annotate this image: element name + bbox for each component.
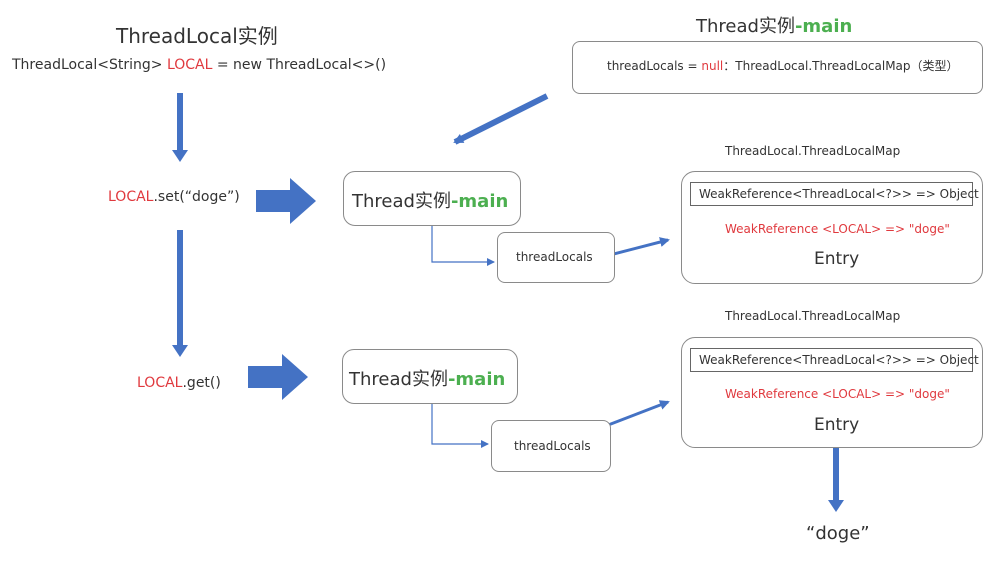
get-weak-generic-box: WeakReference<ThreadLocal<?>> => Object	[690, 348, 979, 372]
result-value: “doge”	[806, 523, 870, 544]
decl-local: LOCAL	[166, 57, 213, 73]
get-thread-box: Thread实例-main	[342, 349, 518, 404]
set-threadlocals-box: threadLocals	[497, 232, 615, 283]
set-call-local: LOCAL	[108, 189, 154, 205]
block-arrow-set	[256, 178, 316, 224]
connector-set-thread-to-field	[431, 226, 495, 266]
block-arrow-get	[248, 354, 308, 400]
top-field-null: null	[701, 59, 724, 73]
get-call-method: .get()	[182, 375, 221, 391]
get-thread-title: Thread实例-main	[349, 365, 505, 391]
get-call: LOCAL.get()	[137, 375, 221, 391]
get-threadlocals-box: threadLocals	[491, 420, 611, 472]
top-thread-field: threadLocals = null：ThreadLocal.ThreadLo…	[607, 57, 959, 74]
set-weak-local: WeakReference <LOCAL> => "doge"	[725, 222, 950, 236]
set-thread-box: Thread实例-main	[343, 171, 521, 226]
top-field-type: ：ThreadLocal.ThreadLocalMap（类型）	[723, 59, 959, 73]
set-weak-generic: WeakReference<ThreadLocal<?>> => Object	[699, 187, 979, 201]
get-call-local: LOCAL	[137, 375, 183, 391]
get-map-box: WeakReference<ThreadLocal<?>> => Object …	[681, 337, 983, 448]
arrow-decl-to-set	[172, 93, 188, 162]
set-thread-title-text: Thread实例	[352, 191, 451, 212]
arrow-top-thread-to-set-thread	[453, 93, 549, 145]
set-call-method: .set(“doge”)	[153, 189, 240, 205]
top-thread-title: Thread实例-main	[696, 12, 852, 38]
get-weak-local: WeakReference <LOCAL> => "doge"	[725, 387, 950, 401]
set-threadlocals-label: threadLocals	[516, 250, 593, 264]
set-thread-title: Thread实例-main	[352, 187, 508, 213]
top-thread-field-box: threadLocals = null：ThreadLocal.ThreadLo…	[572, 41, 983, 94]
connector-get-thread-to-field	[431, 404, 489, 448]
threadlocal-title: ThreadLocal实例	[116, 24, 278, 48]
get-entry-label: Entry	[814, 415, 860, 435]
get-thread-title-main: -main	[447, 369, 506, 390]
top-thread-title-text: Thread实例	[696, 16, 795, 37]
set-map-label: ThreadLocal.ThreadLocalMap	[725, 144, 901, 158]
threadlocal-declaration: ThreadLocal<String> LOCAL = new ThreadLo…	[12, 57, 386, 73]
arrow-entry-to-result	[828, 445, 844, 512]
get-threadlocals-label: threadLocals	[514, 439, 591, 453]
top-field-name: threadLocals =	[607, 59, 702, 73]
set-call: LOCAL.set(“doge”)	[108, 189, 240, 205]
get-weak-generic: WeakReference<ThreadLocal<?>> => Object	[699, 353, 979, 367]
set-entry-label: Entry	[814, 249, 860, 269]
arrow-set-to-get	[172, 230, 188, 357]
set-weak-generic-box: WeakReference<ThreadLocal<?>> => Object	[690, 182, 979, 206]
top-thread-title-main: -main	[794, 16, 853, 37]
decl-assign: = new ThreadLocal<>()	[212, 57, 387, 73]
get-thread-title-text: Thread实例	[349, 369, 448, 390]
decl-type: ThreadLocal<String>	[12, 57, 167, 73]
set-thread-title-main: -main	[450, 191, 509, 212]
set-map-box: WeakReference<ThreadLocal<?>> => Object …	[681, 171, 983, 284]
get-map-label: ThreadLocal.ThreadLocalMap	[725, 309, 901, 323]
